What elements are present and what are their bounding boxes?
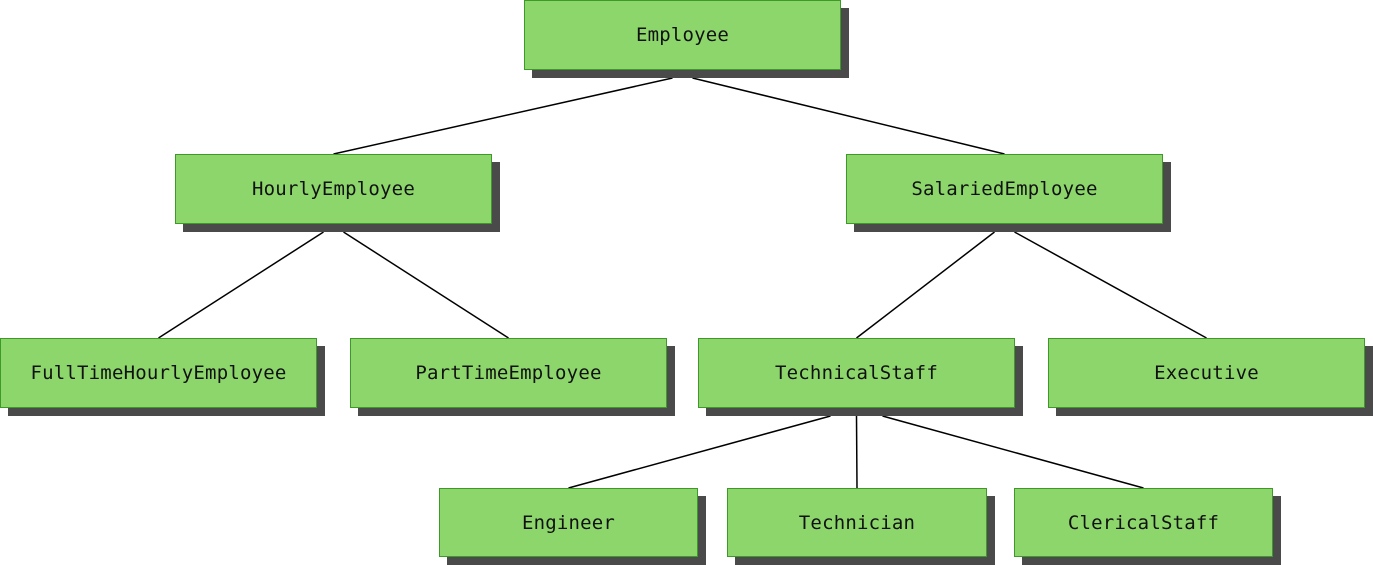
node-part-time-employee: PartTimeEmployee bbox=[350, 338, 667, 408]
node-employee: Employee bbox=[524, 0, 841, 70]
node-engineer: Engineer bbox=[439, 488, 698, 557]
connector-hourly-employee-to-part-time-employee bbox=[343, 231, 509, 339]
connector-technical-staff-to-technician bbox=[855, 415, 858, 489]
connector-salaried-employee-to-technical-staff bbox=[856, 231, 995, 339]
node-executive: Executive bbox=[1048, 338, 1365, 408]
node-full-time-hourly-employee: FullTimeHourlyEmployee bbox=[0, 338, 317, 408]
connector-hourly-employee-to-full-time-hourly-employee bbox=[158, 231, 324, 339]
node-hourly-employee: HourlyEmployee bbox=[175, 154, 492, 224]
node-technician: Technician bbox=[727, 488, 987, 557]
connector-salaried-employee-to-executive bbox=[1014, 231, 1207, 339]
connector-technical-staff-to-engineer bbox=[568, 415, 831, 489]
connector-employee-to-salaried-employee bbox=[692, 77, 1005, 155]
node-technical-staff: TechnicalStaff bbox=[698, 338, 1015, 408]
node-clerical-staff: ClericalStaff bbox=[1014, 488, 1273, 557]
node-salaried-employee: SalariedEmployee bbox=[846, 154, 1163, 224]
connector-technical-staff-to-clerical-staff bbox=[882, 415, 1144, 489]
connector-employee-to-hourly-employee bbox=[333, 77, 673, 155]
